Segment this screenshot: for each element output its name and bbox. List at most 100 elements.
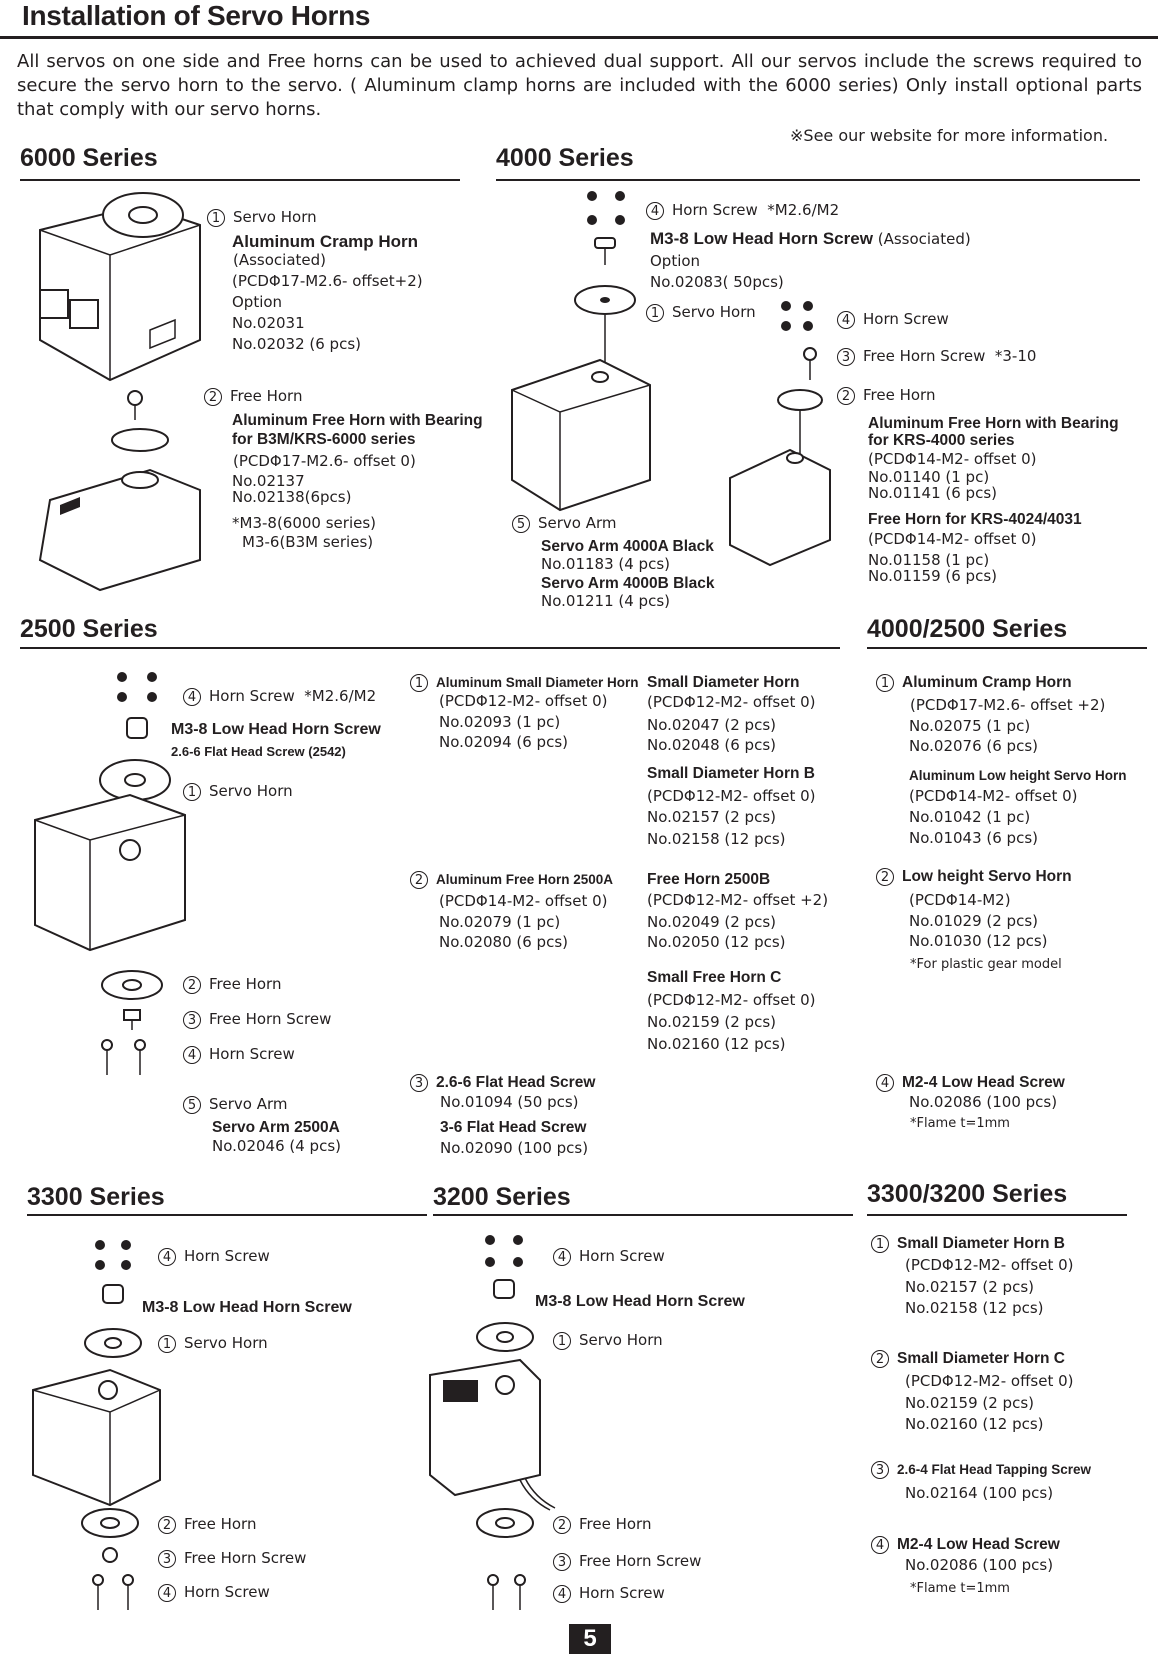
s6000-servo-horn-assoc: (Associated) [233, 251, 327, 269]
heading-2500: 2500 Series [20, 615, 158, 643]
servo-2500-image [34, 672, 186, 1075]
s4000-servo-arm-name2: Servo Arm 4000B Black [541, 575, 715, 592]
page-title: Installation of Servo Horns [22, 0, 371, 31]
rule-3300-3200 [867, 1214, 1127, 1216]
s2500-col2-b-name: Small Diameter Horn B [647, 765, 815, 782]
s2500-col2-a-spec: (PCDΦ12-M2- offset 0) [647, 693, 816, 711]
s2500-servo-arm-no: No.02046 (4 pcs) [212, 1137, 341, 1155]
s2500-col1-item1-no1: No.02093 (1 pc) [439, 713, 561, 731]
s3300-3200-item2-no2: No.02160 (12 pcs) [905, 1415, 1044, 1433]
s6000-free-horn-name2: for B3M/KRS-6000 series [232, 431, 416, 448]
rule-3300 [27, 1214, 427, 1216]
heading-3300-3200: 3300/3200 Series [867, 1180, 1068, 1208]
intro-paragraph: All servos on one side and Free horns ca… [17, 51, 1142, 120]
servo-3200-image [429, 1235, 556, 1610]
title-rule [0, 36, 1158, 39]
s2500-col1-item3-no1: No.01094 (50 pcs) [440, 1093, 579, 1111]
s6000-servo-horn-option: Option [232, 293, 283, 311]
s4000-free-horn-name2: for KRS-4000 series [868, 432, 1015, 449]
s6000-free-horn-spec: (PCDΦ17-M2.6- offset 0) [233, 452, 416, 470]
s4000-2500-item1-no2: No.02076 (6 pcs) [909, 737, 1038, 755]
s4000-servo-arm-name1: Servo Arm 4000A Black [541, 538, 714, 555]
s2500-col1-item2-no1: No.02079 (1 pc) [439, 913, 561, 931]
s6000-servo-horn-name: Aluminum Cramp Horn [232, 232, 419, 251]
s3300-3200-item1-no1: No.02157 (2 pcs) [905, 1278, 1034, 1296]
s3300-3200-item4-note: *Flame t=1mm [910, 1581, 1010, 1596]
s4000-2500-item2-no2: No.01030 (12 pcs) [909, 932, 1048, 950]
website-note: ※See our website for more information. [790, 126, 1109, 145]
s4000-servo-arm-no2: No.01211 (4 pcs) [541, 592, 670, 610]
servo-6000-image [39, 192, 201, 382]
rule-4000 [496, 179, 1140, 181]
s3300-3200-item4-no: No.02086 (100 pcs) [905, 1556, 1054, 1574]
heading-6000: 6000 Series [20, 144, 158, 172]
s4000-2500-item4-no: No.02086 (100 pcs) [909, 1093, 1058, 1111]
s3300-3200-item3-no: No.02164 (100 pcs) [905, 1484, 1054, 1502]
s4000-2500-item1-no4: No.01043 (6 pcs) [909, 829, 1038, 847]
s6000-free-horn-name1: Aluminum Free Horn with Bearing [232, 412, 483, 429]
s6000-servo-horn-no1: No.02031 [232, 314, 305, 332]
servo-4000-image [511, 191, 831, 567]
s4000-horn-screw-top-name: M3-8 Low Head Horn Screw (Associated) [650, 229, 971, 248]
rule-6000 [20, 179, 460, 181]
s3300-3200-item2-no1: No.02159 (2 pcs) [905, 1394, 1034, 1412]
s4000-2500-item2-note: *For plastic gear model [910, 957, 1062, 972]
rule-2500 [20, 647, 840, 649]
s2500-col1-item3-name2: 3-6 Flat Head Screw [440, 1119, 587, 1136]
s2500-col2-c-no1: No.02049 (2 pcs) [647, 913, 776, 931]
s4000-free-horn-name1: Aluminum Free Horn with Bearing [868, 415, 1119, 432]
s4000-horn-screw-top-no: No.02083( 50pcs) [650, 273, 784, 291]
s4000-free-horn-name3: Free Horn for KRS-4024/4031 [868, 511, 1082, 528]
s4000-2500-item1-no1: No.02075 (1 pc) [909, 717, 1031, 735]
s4000-free-horn-no4: No.01159 (6 pcs) [868, 567, 997, 585]
heading-4000: 4000 Series [496, 144, 634, 172]
s4000-free-horn-spec1: (PCDΦ14-M2- offset 0) [868, 450, 1037, 468]
s4000-2500-item2-spec: (PCDΦ14-M2) [909, 891, 1011, 909]
s4000-free-horn-no3: No.01158 (1 pc) [868, 551, 990, 569]
s2500-col2-a-name: Small Diameter Horn [647, 674, 800, 691]
page-number: 5 [569, 1624, 611, 1654]
s2500-col2-a-no2: No.02048 (6 pcs) [647, 736, 776, 754]
s6000-free-horn-no1: No.02137 [232, 472, 305, 490]
s2500-col2-b-no1: No.02157 (2 pcs) [647, 808, 776, 826]
s4000-free-horn-no1: No.01140 (1 pc) [868, 468, 990, 486]
s4000-2500-item2-no1: No.01029 (2 pcs) [909, 912, 1038, 930]
s2500-col1-item2-spec: (PCDΦ14-M2- offset 0) [439, 892, 608, 910]
s2500-col1-item3-no2: No.02090 (100 pcs) [440, 1139, 589, 1157]
s4000-2500-item1-spec: (PCDΦ17-M2.6- offset +2) [910, 696, 1106, 714]
s2500-col2-d-spec: (PCDΦ12-M2- offset 0) [647, 991, 816, 1009]
s4000-servo-arm-no1: No.01183 (4 pcs) [541, 555, 670, 573]
s2500-col2-c-spec: (PCDΦ12-M2- offset +2) [647, 891, 829, 909]
s4000-2500-item1-name2: Aluminum Low height Servo Horn [909, 768, 1127, 783]
s2500-col1-item1-spec: (PCDΦ12-M2- offset 0) [439, 692, 608, 710]
rule-3200 [433, 1214, 853, 1216]
s2500-col2-d-no2: No.02160 (12 pcs) [647, 1035, 786, 1053]
s2500-col2-c-no2: No.02050 (12 pcs) [647, 933, 786, 951]
s2500-col2-b-spec: (PCDΦ12-M2- offset 0) [647, 787, 816, 805]
s6000-servo-horn-no2: No.02032 (6 pcs) [232, 335, 361, 353]
s3300-horn-screw-top-name: M3-8 Low Head Horn Screw [142, 1299, 352, 1316]
s4000-2500-item1-spec2: (PCDΦ14-M2- offset 0) [909, 787, 1078, 805]
servo-6000-freehorn-image [38, 390, 201, 592]
servo-3300-image [32, 1240, 161, 1610]
s4000-horn-screw-top-option: Option [650, 252, 701, 270]
heading-3200: 3200 Series [433, 1183, 571, 1211]
